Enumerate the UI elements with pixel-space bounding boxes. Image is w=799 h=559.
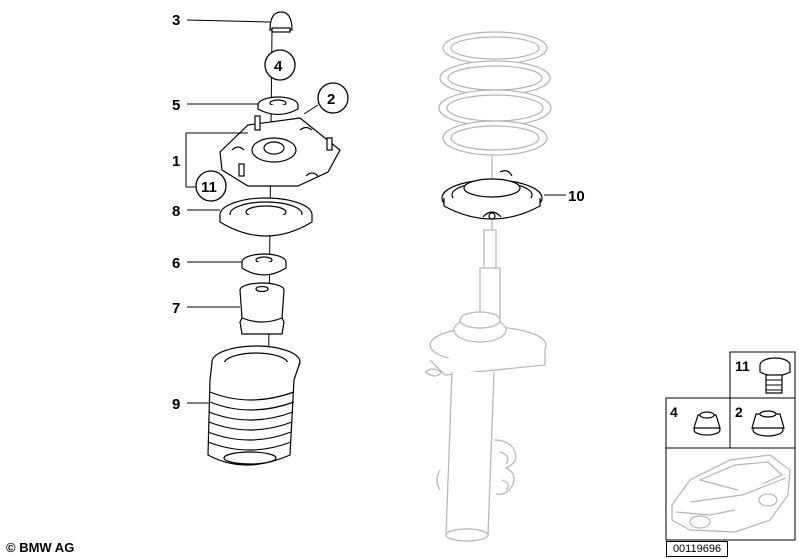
protective-boot-part-9 xyxy=(187,345,301,466)
label-part-2: 2 xyxy=(327,91,335,108)
label-part-9: 9 xyxy=(172,396,180,413)
callout-circle-11 xyxy=(195,170,227,202)
protective-cap-part-3 xyxy=(186,11,293,33)
label-part-7: 7 xyxy=(172,300,180,317)
label-part-4: 4 xyxy=(274,58,283,75)
upper-spring-pad-part-10 xyxy=(441,170,566,220)
washer-part-5 xyxy=(187,96,299,116)
label-part-6: 6 xyxy=(172,255,180,272)
label-part-10: 10 xyxy=(568,188,585,205)
inset-label-11: 11 xyxy=(735,358,750,374)
support-bearing-part-8 xyxy=(187,197,313,237)
flange-nut-icon xyxy=(693,411,721,436)
coil-spring xyxy=(438,31,552,156)
hex-nut-icon xyxy=(751,410,785,437)
label-part-11: 11 xyxy=(201,179,217,196)
bushing-part-6 xyxy=(187,253,287,276)
inset-boxes xyxy=(665,351,796,541)
callout-circle-2 xyxy=(317,82,349,114)
document-number: 00119696 xyxy=(666,541,728,557)
damper-tube xyxy=(445,371,495,536)
strut-top-mount-part-1 xyxy=(185,104,341,188)
label-part-1: 1 xyxy=(172,153,180,170)
inset-label-2: 2 xyxy=(735,404,743,420)
bump-stop-part-7 xyxy=(187,282,285,335)
knuckle-bracket xyxy=(493,439,517,495)
inset-label-4: 4 xyxy=(670,404,678,420)
copyright-notice: © BMW AG xyxy=(6,540,75,555)
piston-rod xyxy=(483,229,497,271)
label-part-5: 5 xyxy=(172,97,180,114)
label-part-8: 8 xyxy=(172,203,180,220)
vehicle-silhouette-icon xyxy=(671,454,791,533)
label-part-3: 3 xyxy=(172,12,180,29)
callout-circle-4 xyxy=(264,49,296,81)
strut-assembly-ghost xyxy=(424,31,552,542)
bolt-icon xyxy=(759,357,791,394)
